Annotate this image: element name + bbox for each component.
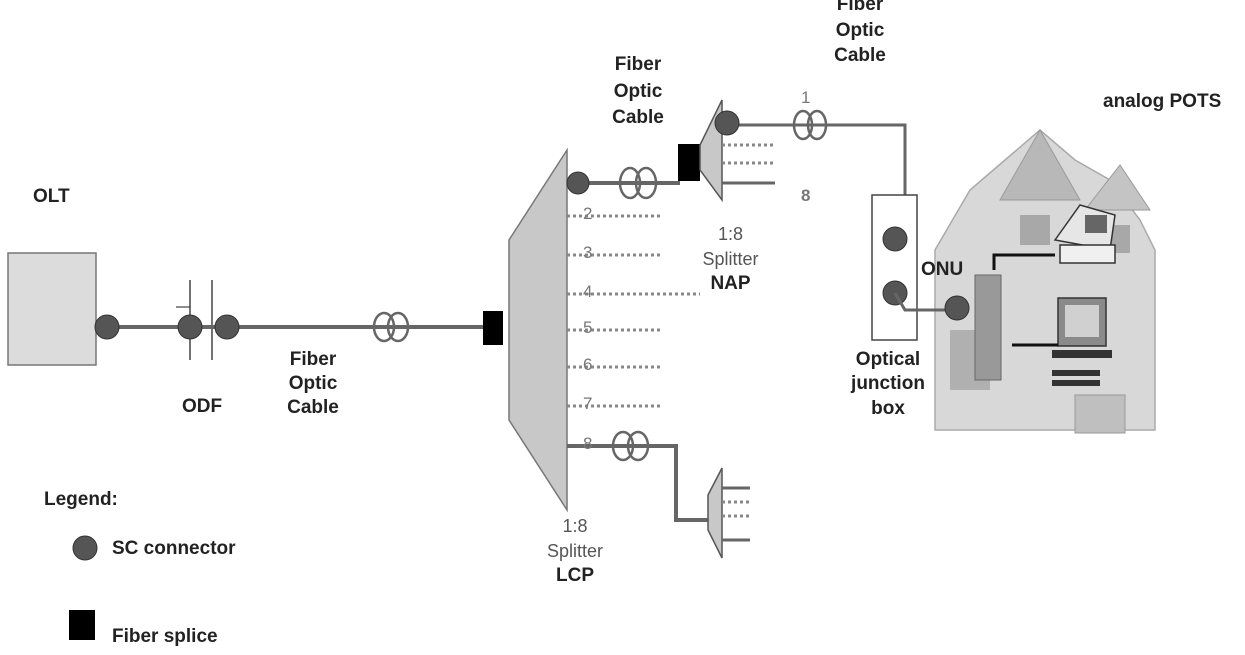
lcp-port-7: 7 (583, 394, 593, 413)
onu-label: ONU (921, 259, 964, 280)
legend-fiber-splice-label: Fiber splice (112, 626, 218, 647)
lcp-label: 1:8 Splitter LCP (546, 516, 604, 586)
lcp-port-8: 8 (583, 434, 593, 453)
lcp-output-8 (567, 444, 708, 522)
distribution-fiber-loop (618, 166, 658, 200)
odf-connector-right (214, 314, 240, 340)
odf-label: ODF (182, 396, 223, 417)
junction-to-onu-fiber (893, 292, 955, 312)
lcp-output-8-loop (611, 430, 650, 462)
onu-connector (944, 295, 970, 321)
nap-label: 1:8 Splitter NAP (702, 224, 759, 294)
olt-box (7, 252, 97, 366)
nap-splice (678, 144, 700, 181)
lcp-splitter (508, 147, 568, 513)
lcp-port-6: 6 (583, 355, 593, 374)
junction-box-label: Optical junction box (851, 349, 925, 419)
nap-port-last: 8 (801, 186, 811, 205)
lcp-port-2: 2 (583, 204, 593, 223)
drop-cable-label: Fiber Optic Cable (834, 0, 886, 67)
legend-sc-connector-symbol (72, 535, 98, 561)
nap-outputs (722, 123, 800, 185)
lcp-port-3: 3 (583, 243, 593, 262)
lower-splitter (707, 467, 723, 559)
legend-fiber-splice-symbol (69, 610, 95, 640)
feeder-cable-label: Fiber Optic Cable (287, 349, 339, 418)
lcp-port-5: 5 (583, 318, 593, 337)
junction-box (871, 194, 918, 341)
house-illustration (934, 128, 1156, 434)
legend-sc-connector-label: SC connector (112, 538, 236, 559)
lcp-port-4: 4 (583, 282, 593, 301)
lcp-dotted-outputs (567, 214, 700, 408)
odf-connector-left (177, 314, 203, 340)
computer-icon (1052, 297, 1112, 386)
pots-wire (992, 253, 1055, 270)
onu-door (974, 274, 1002, 381)
olt-connector (94, 314, 120, 340)
olt-label: OLT (33, 186, 70, 207)
lcp-output-1-connector (566, 171, 590, 195)
telephone-icon (1053, 204, 1116, 264)
analog-pots-label: analog POTS (1103, 91, 1222, 112)
nap-connector (714, 110, 740, 136)
legend-title: Legend: (44, 489, 118, 510)
lower-splitter-outputs (722, 486, 750, 542)
drop-fiber-loop (792, 109, 828, 141)
lcp-splice (483, 311, 503, 345)
nap-port-first: 1 (801, 88, 811, 107)
junction-connector-top (882, 226, 908, 252)
distribution-cable-label: Fiber Optic Cable (612, 54, 664, 129)
feeder-fiber-loop (372, 311, 410, 343)
